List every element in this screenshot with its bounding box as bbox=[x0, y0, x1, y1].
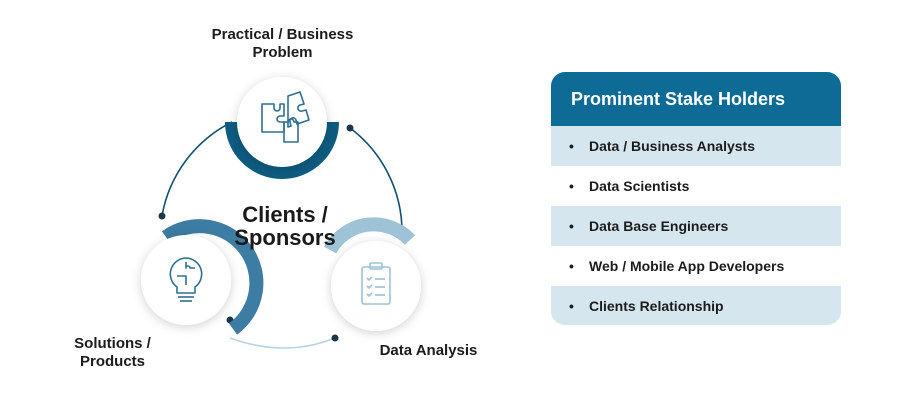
list-item-label: Web / Mobile App Developers bbox=[589, 258, 785, 274]
list-item: • Data Base Engineers bbox=[551, 206, 841, 246]
node-ring-left bbox=[161, 219, 264, 335]
bullet-icon: • bbox=[569, 138, 574, 154]
list-item-label: Clients Relationship bbox=[589, 298, 724, 314]
list-item-label: Data Base Engineers bbox=[589, 218, 729, 234]
bullet-icon: • bbox=[569, 218, 574, 234]
node-label-solutions: Solutions / Products bbox=[60, 335, 165, 371]
node-label-line: Practical / Business bbox=[211, 26, 354, 43]
list-item-label: Data Scientists bbox=[589, 178, 690, 194]
node-label-line: Solutions / bbox=[74, 335, 151, 352]
connector-dot bbox=[346, 124, 354, 132]
node-solutions bbox=[141, 235, 231, 325]
connector-dot bbox=[331, 334, 339, 342]
bullet-icon: • bbox=[569, 178, 574, 194]
panel-title: Prominent Stake Holders bbox=[551, 72, 841, 126]
list-item: • Data Scientists bbox=[551, 166, 841, 206]
puzzle-pieces-icon bbox=[261, 91, 310, 143]
stakeholder-panel: Prominent Stake Holders • Data / Busines… bbox=[551, 72, 841, 325]
node-label-line: Products bbox=[79, 353, 145, 370]
list-item: • Web / Mobile App Developers bbox=[551, 246, 841, 286]
list-item: • Clients Relationship bbox=[551, 286, 841, 325]
center-title-line: Sponsors bbox=[234, 225, 336, 250]
list-item-label: Data / Business Analysts bbox=[589, 138, 755, 154]
lightbulb-puzzle-icon bbox=[169, 257, 203, 302]
node-ring-top bbox=[225, 121, 339, 179]
node-label-problem: Practical / Business Problem bbox=[195, 26, 370, 62]
node-data-analysis bbox=[331, 241, 421, 331]
connector-arc-top-right bbox=[349, 127, 403, 233]
clipboard-checklist-icon bbox=[361, 262, 391, 305]
node-label-line: Problem bbox=[252, 44, 313, 61]
bullet-icon: • bbox=[569, 258, 574, 274]
node-problem bbox=[237, 77, 327, 167]
cycle-diagram bbox=[141, 77, 421, 349]
connector-arc-bottom bbox=[229, 337, 336, 349]
connector-arc-left bbox=[161, 121, 233, 217]
center-title-line: Clients / bbox=[242, 202, 328, 227]
connector-dot bbox=[158, 212, 166, 220]
node-label-data-analysis: Data Analysis bbox=[366, 342, 491, 360]
node-ring-right bbox=[323, 217, 416, 254]
bullet-icon: • bbox=[569, 298, 574, 314]
list-item: • Data / Business Analysts bbox=[551, 126, 841, 166]
node-label-line: Data Analysis bbox=[379, 342, 478, 359]
center-title: Clients / Sponsors bbox=[210, 203, 360, 249]
